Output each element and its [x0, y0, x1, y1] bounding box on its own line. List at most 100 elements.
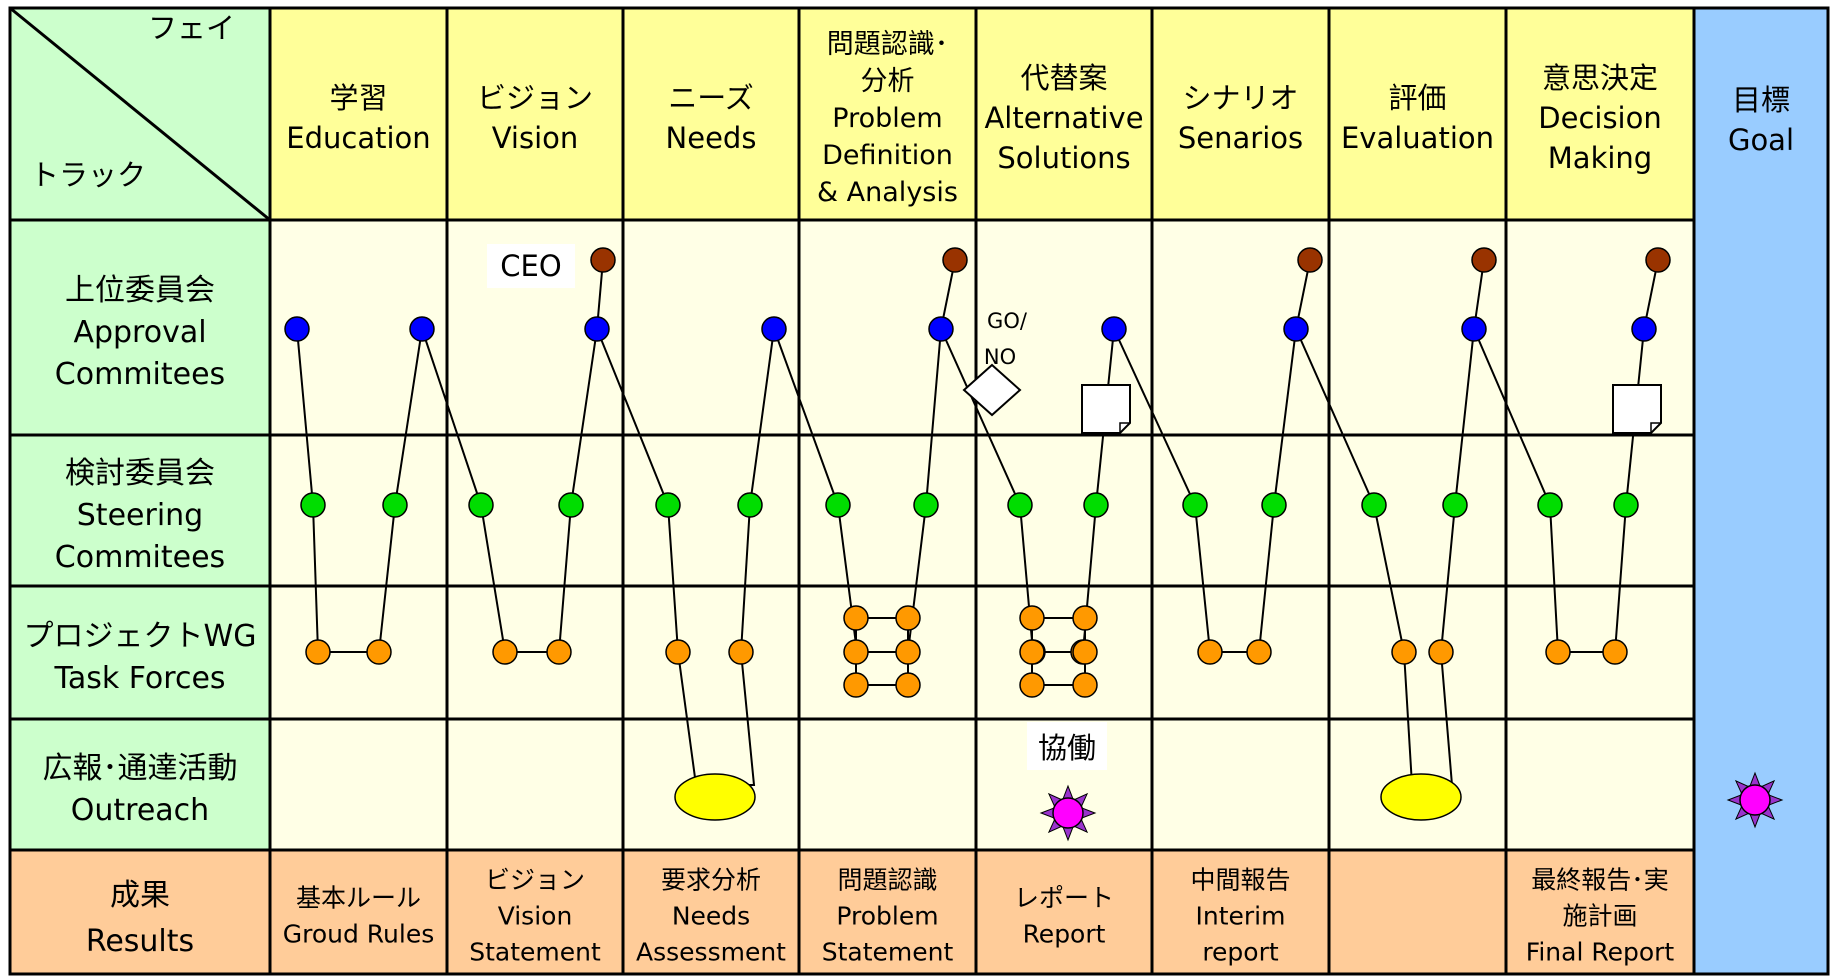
- collaboration-label: 協働: [1038, 731, 1096, 765]
- result-cell-1-line-0: ビジョン: [485, 866, 585, 895]
- phase-header-3-line-1: 分析: [861, 66, 915, 97]
- result-cell-2-line-2: Assessment: [636, 938, 786, 967]
- taskforce-node: [1246, 639, 1272, 665]
- ceo-node: [1297, 247, 1323, 273]
- approval-node: [928, 316, 954, 342]
- go-no-label-line-0: GO/: [987, 309, 1028, 333]
- steering-node: [382, 492, 408, 518]
- result-cell-0-line-1: Groud Rules: [283, 920, 435, 949]
- results-label-line-1: Results: [86, 924, 194, 959]
- track-cells-bg: [270, 719, 1694, 850]
- steering-node: [1537, 492, 1563, 518]
- ceo-label: CEO: [500, 249, 561, 283]
- phase-header-bg: [447, 8, 623, 220]
- phase-header-3-line-4: & Analysis: [817, 177, 958, 208]
- taskforce-node: [305, 639, 331, 665]
- steering-node: [913, 492, 939, 518]
- phase-header-5-line-1: Senarios: [1178, 121, 1303, 155]
- taskforce-node: [895, 672, 921, 698]
- track-label-0-line-2: Commitees: [55, 357, 225, 392]
- approval-node: [1101, 316, 1127, 342]
- taskforce-node: [546, 639, 572, 665]
- steering-node: [1361, 492, 1387, 518]
- steering-node: [468, 492, 494, 518]
- collaboration-star-icon: [1052, 797, 1084, 829]
- result-cell-5-line-1: Interim: [1196, 902, 1286, 931]
- phase-header-6-line-0: 評価: [1388, 81, 1446, 115]
- steering-node: [1261, 492, 1287, 518]
- phase-header-4-line-2: Solutions: [997, 141, 1130, 175]
- result-cell-2-line-1: Needs: [672, 902, 750, 931]
- goal-header-line-1: Goal: [1728, 123, 1794, 157]
- taskforce-node: [1072, 672, 1098, 698]
- track-label-2-line-0: プロジェクトWG: [24, 619, 257, 654]
- phase-header-6-line-1: Evaluation: [1341, 121, 1494, 155]
- taskforce-node: [366, 639, 392, 665]
- taskforce-node: [1019, 672, 1045, 698]
- taskforce-node: [1197, 639, 1223, 665]
- taskforce-node: [1019, 639, 1045, 665]
- steering-node: [1442, 492, 1468, 518]
- go-no-label-line-1: NO: [984, 345, 1016, 369]
- steering-node: [1083, 492, 1109, 518]
- phase-header-bg: [1152, 8, 1329, 220]
- taskforce-node: [665, 639, 691, 665]
- taskforce-node: [728, 639, 754, 665]
- approval-node: [284, 316, 310, 342]
- corner-phase-label: フェイ: [148, 11, 235, 45]
- track-label-0-line-1: Approval: [73, 315, 206, 350]
- phase-header-bg: [623, 8, 799, 220]
- phase-header-3-line-0: 問題認識･: [827, 29, 949, 60]
- ceo-node: [1645, 247, 1671, 273]
- result-cell-5-line-2: report: [1202, 938, 1279, 967]
- phase-header-bg: [799, 8, 976, 220]
- outer-border: [8, 6, 1830, 976]
- outreach-ellipse: [674, 773, 756, 821]
- phase-header-5-line-0: シナリオ: [1182, 81, 1298, 115]
- result-cell-7-line-0: 最終報告･実: [1531, 866, 1669, 895]
- steering-node: [1613, 492, 1639, 518]
- result-cell-2-line-0: 要求分析: [661, 866, 761, 895]
- result-cell-3-line-0: 問題認識: [837, 866, 937, 895]
- approval-node: [584, 316, 610, 342]
- document-icon: [1081, 384, 1131, 434]
- taskforce-node: [1072, 605, 1098, 631]
- outreach-ellipse: [1380, 773, 1462, 821]
- results-row-bg: [10, 850, 1694, 974]
- phase-header-4-line-0: 代替案: [1020, 61, 1107, 95]
- goal-star-icon: [1739, 784, 1771, 816]
- ceo-node: [942, 247, 968, 273]
- track-label-3-line-1: Outreach: [71, 793, 209, 828]
- goal-header-line-0: 目標: [1732, 83, 1790, 117]
- phase-header-bg: [976, 8, 1152, 220]
- document-icon: [1612, 384, 1662, 434]
- taskforce-node: [843, 605, 869, 631]
- track-label-1-line-2: Commitees: [55, 540, 225, 575]
- steering-node: [300, 492, 326, 518]
- track-label-1-line-0: 検討委員会: [65, 456, 215, 491]
- steering-node: [558, 492, 584, 518]
- taskforce-node: [895, 639, 921, 665]
- track-label-bg: [10, 435, 270, 586]
- result-cell-0-line-0: 基本ルール: [296, 884, 421, 913]
- steering-node: [1007, 492, 1033, 518]
- go-no-decision-diamond: [962, 363, 1022, 417]
- steering-node: [655, 492, 681, 518]
- result-cell-7-line-2: Final Report: [1526, 938, 1675, 967]
- phase-header-7-line-0: 意思決定: [1542, 61, 1658, 95]
- taskforce-node: [1545, 639, 1571, 665]
- phase-header-7-line-2: Making: [1548, 141, 1652, 175]
- phase-header-4-line-1: Alternative: [984, 101, 1143, 135]
- taskforce-node: [1072, 639, 1098, 665]
- phase-header-7-line-1: Decision: [1538, 101, 1661, 135]
- result-cell-4-line-1: Report: [1023, 920, 1106, 949]
- track-label-0-line-0: 上位委員会: [65, 273, 215, 308]
- track-label-bg: [10, 220, 270, 435]
- corner-track-label: トラック: [30, 158, 146, 192]
- result-cell-1-line-1: Vision: [498, 902, 573, 931]
- track-cells-bg: [270, 586, 1694, 719]
- ceo-node: [590, 247, 616, 273]
- phase-header-3-line-3: Definition: [822, 140, 953, 171]
- approval-node: [761, 316, 787, 342]
